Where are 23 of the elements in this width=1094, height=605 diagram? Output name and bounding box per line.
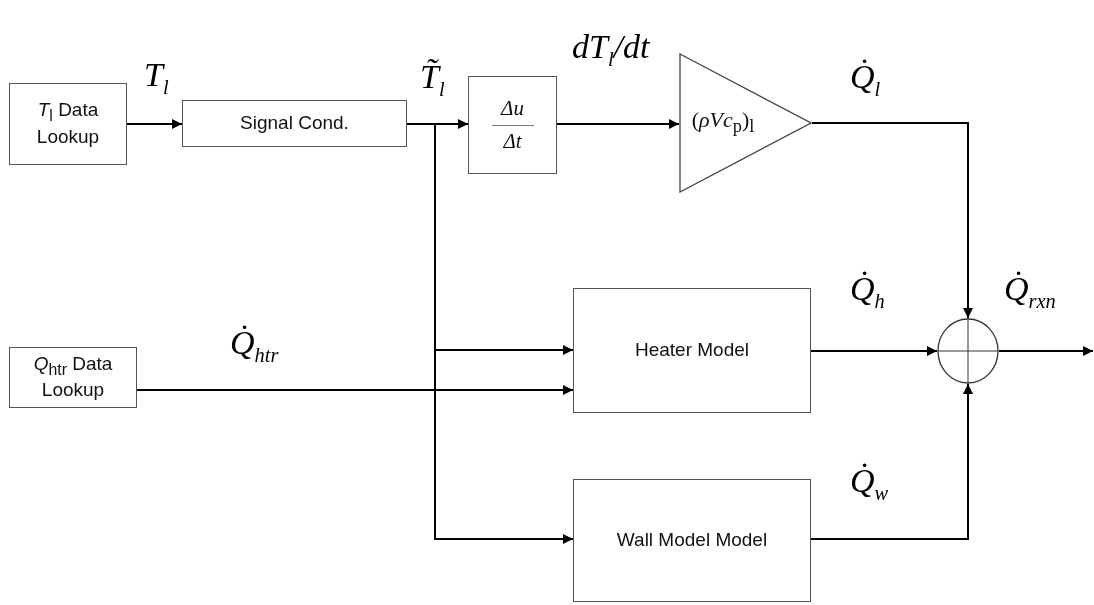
model-box bbox=[573, 288, 811, 413]
arrow bbox=[998, 346, 1094, 356]
math-label: Δt bbox=[502, 128, 523, 154]
gain-triangle bbox=[679, 53, 812, 193]
gain-label: (ρVc$_{p}$)$_{l}$ bbox=[691, 107, 755, 139]
node-label: T$_{l}$ Data Lookup bbox=[35, 99, 101, 149]
process-box bbox=[182, 100, 407, 147]
data-lookup-box bbox=[9, 347, 137, 408]
arrow bbox=[810, 346, 938, 356]
math-label: Δu bbox=[499, 96, 525, 122]
arrow bbox=[810, 383, 973, 540]
node-label: Signal Cond. bbox=[240, 112, 349, 135]
arrow bbox=[811, 122, 973, 319]
node-label: Heater Model bbox=[634, 339, 750, 362]
model-box bbox=[573, 479, 811, 602]
data-lookup-box bbox=[9, 83, 127, 165]
node-label: Q$_{htr}$ Data Lookup bbox=[32, 352, 114, 403]
arrow bbox=[556, 119, 680, 129]
derivative-box bbox=[468, 76, 557, 174]
node-label: Wall Model Model bbox=[616, 529, 768, 552]
summing-junction bbox=[937, 318, 999, 384]
arrow bbox=[126, 119, 183, 129]
arrow bbox=[136, 385, 574, 395]
